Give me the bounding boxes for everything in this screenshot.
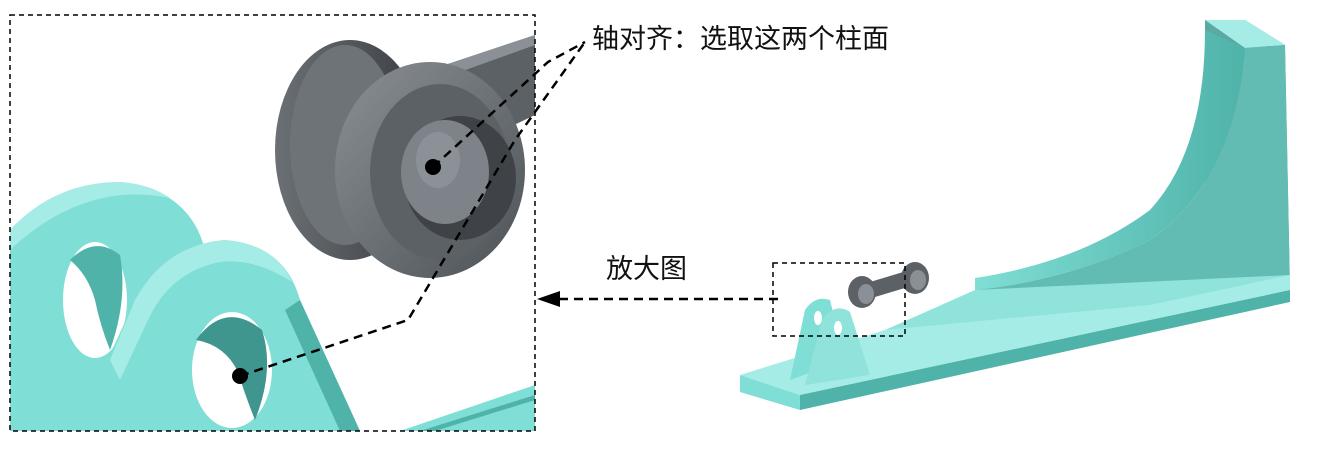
zoom-bracket-front-rim xyxy=(110,240,292,380)
base-plate-top xyxy=(740,275,1290,395)
zoom-roller-shaft-highlight xyxy=(416,132,460,188)
bracket-hole-rear xyxy=(814,311,822,325)
ramp-curve-face xyxy=(975,45,1290,305)
bracket-front xyxy=(805,308,870,385)
zoom-bracket-rear-top xyxy=(10,182,170,250)
axis-align-label: 轴对齐：选取这两个柱面 xyxy=(592,24,889,55)
base-plate-front xyxy=(740,375,800,410)
ramp-slope xyxy=(885,275,1290,330)
zoom-label: 放大图 xyxy=(606,254,687,285)
zoom-base-plate xyxy=(400,385,535,431)
zoom-bracket-rear-hole-wall xyxy=(70,246,123,350)
zoom-bracket-front-shadow xyxy=(285,300,360,431)
arrow-left-head-icon xyxy=(537,291,560,307)
base-plate-side xyxy=(800,290,1290,410)
assembly-view xyxy=(740,20,1290,410)
zoom-base-plate-edge xyxy=(420,395,535,431)
leader-line-shaft xyxy=(432,40,586,168)
ramp-top-cap xyxy=(1205,20,1285,48)
zoom-view xyxy=(10,35,535,431)
bracket-hole-front xyxy=(834,321,842,335)
roller-link-disk-left-face xyxy=(858,284,874,304)
pick-point-hole-icon xyxy=(232,368,248,384)
zoom-frame xyxy=(9,14,536,432)
roller-link-disk-right-face xyxy=(910,270,926,290)
pick-point-shaft-icon xyxy=(425,159,441,175)
ramp-curve-surface xyxy=(975,30,1245,290)
zoom-bracket-front-hole-wall xyxy=(196,317,268,420)
